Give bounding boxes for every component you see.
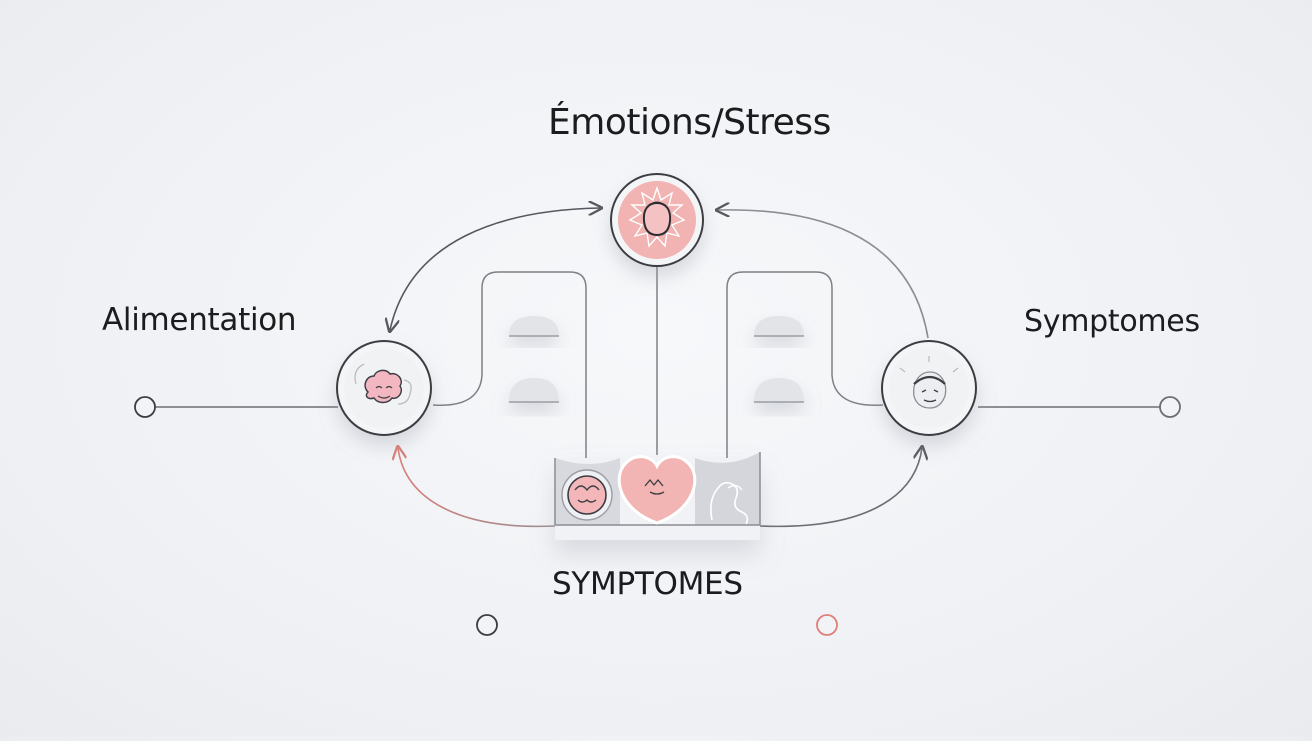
heart-icon [617,455,697,525]
arc-symptoms-to-stress [718,210,929,339]
label-symptomes: Symptomes [1024,304,1200,339]
arc-gut-to-food [398,448,556,528]
label-alimentation: Alimentation [102,302,297,338]
left-connector [134,396,338,418]
food-brain-icon [354,363,412,405]
slider-start-handle[interactable] [476,614,498,636]
left-pipe [432,271,587,462]
node-alimentation[interactable] [336,340,432,436]
slider-end-handle[interactable] [816,614,838,636]
head-symptom-icon [899,356,959,409]
bottom-slider[interactable] [476,614,838,636]
arc-gut-to-symptoms [759,448,922,528]
label-emotions-stress: Émotions/Stress [548,102,831,143]
right-pipe [726,271,884,462]
node-emotions-stress[interactable] [610,173,704,267]
left-endpoint-handle[interactable] [134,396,156,418]
central-band [554,452,761,540]
arc-stress-to-food [390,208,600,330]
label-symptomes-caps: SYMPTOMES [552,566,743,602]
body-outline-icon [710,481,749,525]
right-connector [978,396,1181,418]
gut-icon [561,469,613,521]
node-symptomes[interactable] [881,340,977,436]
right-endpoint-handle[interactable] [1159,396,1181,418]
